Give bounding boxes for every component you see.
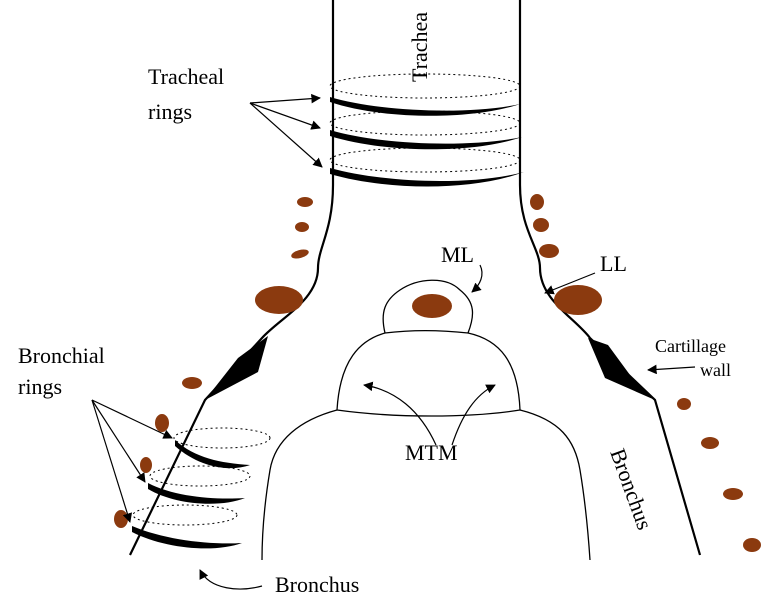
ll-label: LL	[600, 251, 627, 276]
ml-nodule	[412, 294, 452, 318]
tracheal-rings-arrows	[250, 98, 322, 167]
bronchus-bottom-arrow	[200, 570, 262, 589]
tracheal-rings-label-1: Tracheal	[148, 64, 224, 89]
nodule	[677, 398, 691, 410]
tracheal-rings	[330, 74, 524, 187]
trachea-label: Trachea	[407, 12, 432, 82]
nodule	[255, 286, 303, 314]
nodule	[295, 222, 309, 232]
tracheal-ring-dotted-3	[330, 148, 520, 172]
nodule	[533, 218, 549, 232]
tracheal-ring-2	[330, 130, 522, 149]
tracheal-rings-label-2: rings	[148, 99, 192, 124]
mtm-dome	[337, 331, 520, 416]
tracheal-ring-1	[330, 97, 520, 116]
nodule	[140, 457, 152, 473]
cartilage-wall-label-2: wall	[700, 360, 731, 380]
nodule	[554, 285, 602, 315]
ml-label: ML	[441, 242, 474, 267]
inner-bronchus-left	[262, 410, 337, 560]
inner-bronchus-right	[520, 410, 590, 560]
cartilage-wall-left	[205, 336, 268, 400]
nodule	[539, 244, 559, 258]
cartilage-wall-arrow	[648, 367, 695, 370]
nodule	[723, 488, 743, 500]
bronchus-right-label: Bronchus	[605, 445, 657, 533]
trachea-right-wall	[520, 0, 700, 555]
bronchial-ring-dotted-1	[174, 428, 270, 448]
tracheal-ring-3	[330, 168, 524, 187]
ml-arrow	[472, 265, 482, 292]
nodule	[701, 437, 719, 449]
mtm-label: MTM	[405, 440, 458, 465]
nodule	[743, 538, 761, 552]
bronchial-rings	[132, 428, 270, 548]
nodule	[155, 414, 169, 432]
nodule	[297, 197, 313, 207]
nodule	[114, 510, 128, 528]
nodule	[290, 248, 309, 260]
nodule	[182, 377, 202, 389]
bronchus-bottom-label: Bronchus	[275, 572, 359, 597]
cartilage-wall-right	[588, 338, 655, 400]
bronchial-ring-3	[132, 526, 242, 548]
bronchial-rings-label-2: rings	[18, 374, 62, 399]
bronchial-rings-label-1: Bronchial	[18, 343, 105, 368]
nodule	[530, 194, 544, 210]
cartilage-wall-label-1: Cartillage	[655, 336, 726, 356]
